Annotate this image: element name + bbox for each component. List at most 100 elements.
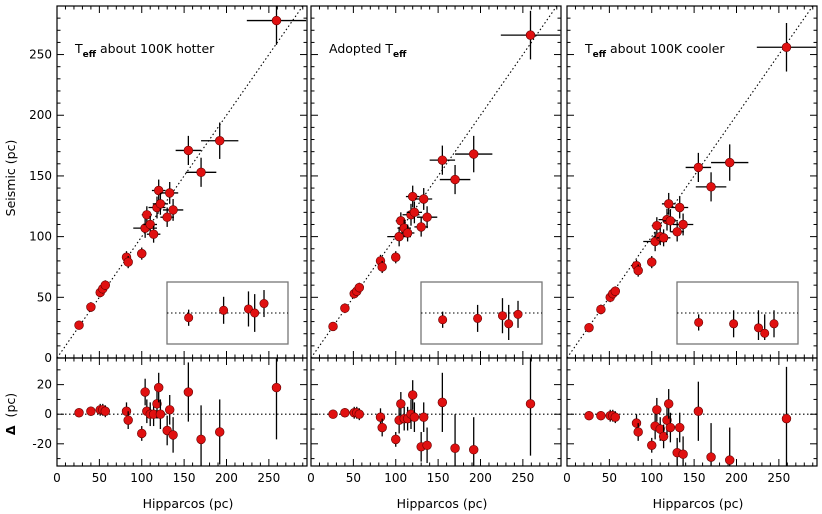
delta-point <box>631 418 642 428</box>
x-tick-label: 100 <box>640 471 663 485</box>
delta-point <box>121 406 132 416</box>
data-point <box>168 205 178 215</box>
data-point <box>672 227 682 237</box>
panel-label: Adopted Teff <box>329 41 407 60</box>
x-tick-label: 50 <box>92 471 107 485</box>
data-point <box>162 212 172 222</box>
delta-point <box>375 412 386 422</box>
delta-point <box>137 428 147 439</box>
delta-point <box>391 434 401 445</box>
data-point <box>658 233 669 243</box>
label-suffix: about 100K cooler <box>606 41 725 56</box>
bottom-frame <box>310 357 562 467</box>
delta-point <box>652 405 662 415</box>
delta-point <box>409 412 420 422</box>
delta-point <box>663 399 674 409</box>
data-point <box>165 188 175 198</box>
data-point <box>394 231 404 242</box>
delta-point <box>86 406 96 416</box>
label-prefix: T <box>584 41 593 56</box>
data-point <box>155 199 166 209</box>
delta-unit: (pc) <box>3 393 18 418</box>
bottom-frame <box>56 357 308 467</box>
delta-point <box>596 410 606 421</box>
data-point <box>377 262 387 272</box>
x-tick-label: 250 <box>257 471 280 485</box>
x-tick-label: 150 <box>173 471 196 485</box>
label-suffix: about 100K hotter <box>96 41 215 56</box>
y-axis-label-top: Seismic (pc) <box>3 140 18 217</box>
x-tick-label: 150 <box>427 471 450 485</box>
delta-point <box>422 440 432 450</box>
data-point <box>633 265 643 276</box>
delta-point <box>100 406 111 416</box>
x-tick-label: 0 <box>563 471 571 485</box>
data-point <box>781 42 792 52</box>
delta-symbol: Δ <box>3 425 18 435</box>
inset-point <box>753 323 763 333</box>
x-tick-label: 0 <box>307 471 315 485</box>
data-point <box>145 219 155 230</box>
x-axis-label: Hipparcos (pc) <box>397 496 488 511</box>
data-point <box>142 210 152 220</box>
delta-point <box>123 415 133 425</box>
delta-point <box>215 427 225 437</box>
delta-point <box>678 449 688 459</box>
inset-point <box>760 328 770 338</box>
data-point <box>196 167 206 177</box>
delta-point <box>658 431 669 442</box>
x-tick-label: 150 <box>683 471 706 485</box>
data-point <box>610 286 621 296</box>
data-point <box>86 302 96 312</box>
data-point <box>328 321 338 332</box>
panel-label: Teff about 100K cooler <box>584 41 725 60</box>
x-tick-label: 100 <box>130 471 153 485</box>
data-point <box>584 322 594 333</box>
delta-point <box>328 409 338 419</box>
delta-point <box>450 443 460 453</box>
delta-point <box>155 409 166 419</box>
delta-point <box>647 440 657 450</box>
y-tick-label: 100 <box>29 230 52 244</box>
delta-point <box>610 412 621 422</box>
delta-tick-label: 0 <box>44 407 52 421</box>
delta-point <box>354 409 365 419</box>
data-point <box>391 252 401 262</box>
delta-point <box>196 434 206 445</box>
inset-point <box>250 308 260 318</box>
data-point <box>652 220 662 231</box>
x-tick-label: 200 <box>215 471 238 485</box>
inset-point <box>219 305 229 315</box>
delta-tick-label: 20 <box>37 378 52 392</box>
data-point <box>354 282 365 293</box>
y-tick-label: 0 <box>44 351 52 365</box>
data-point <box>407 191 418 202</box>
x-tick-label: 250 <box>767 471 790 485</box>
delta-point <box>781 413 792 424</box>
data-point <box>271 15 282 26</box>
x-tick-label: 200 <box>725 471 748 485</box>
bottom-frame <box>566 357 818 467</box>
data-point <box>469 149 479 159</box>
delta-point <box>633 427 643 437</box>
y-axis-label-bottom: Δ (pc) <box>3 393 18 435</box>
delta-point <box>165 405 175 415</box>
delta-point <box>140 387 150 397</box>
data-point <box>153 185 164 196</box>
delta-point <box>584 410 594 421</box>
delta-tick-label: -20 <box>32 437 52 451</box>
delta-point <box>183 387 194 397</box>
data-point <box>665 216 676 226</box>
delta-point <box>407 390 418 400</box>
y-tick-label: 150 <box>29 169 52 183</box>
data-point <box>215 136 225 146</box>
delta-point <box>706 452 716 462</box>
inset-point <box>243 304 253 314</box>
y-tick-label: 200 <box>29 108 52 122</box>
label-prefix: Adopted T <box>329 41 393 56</box>
label-subscript: eff <box>83 50 97 60</box>
